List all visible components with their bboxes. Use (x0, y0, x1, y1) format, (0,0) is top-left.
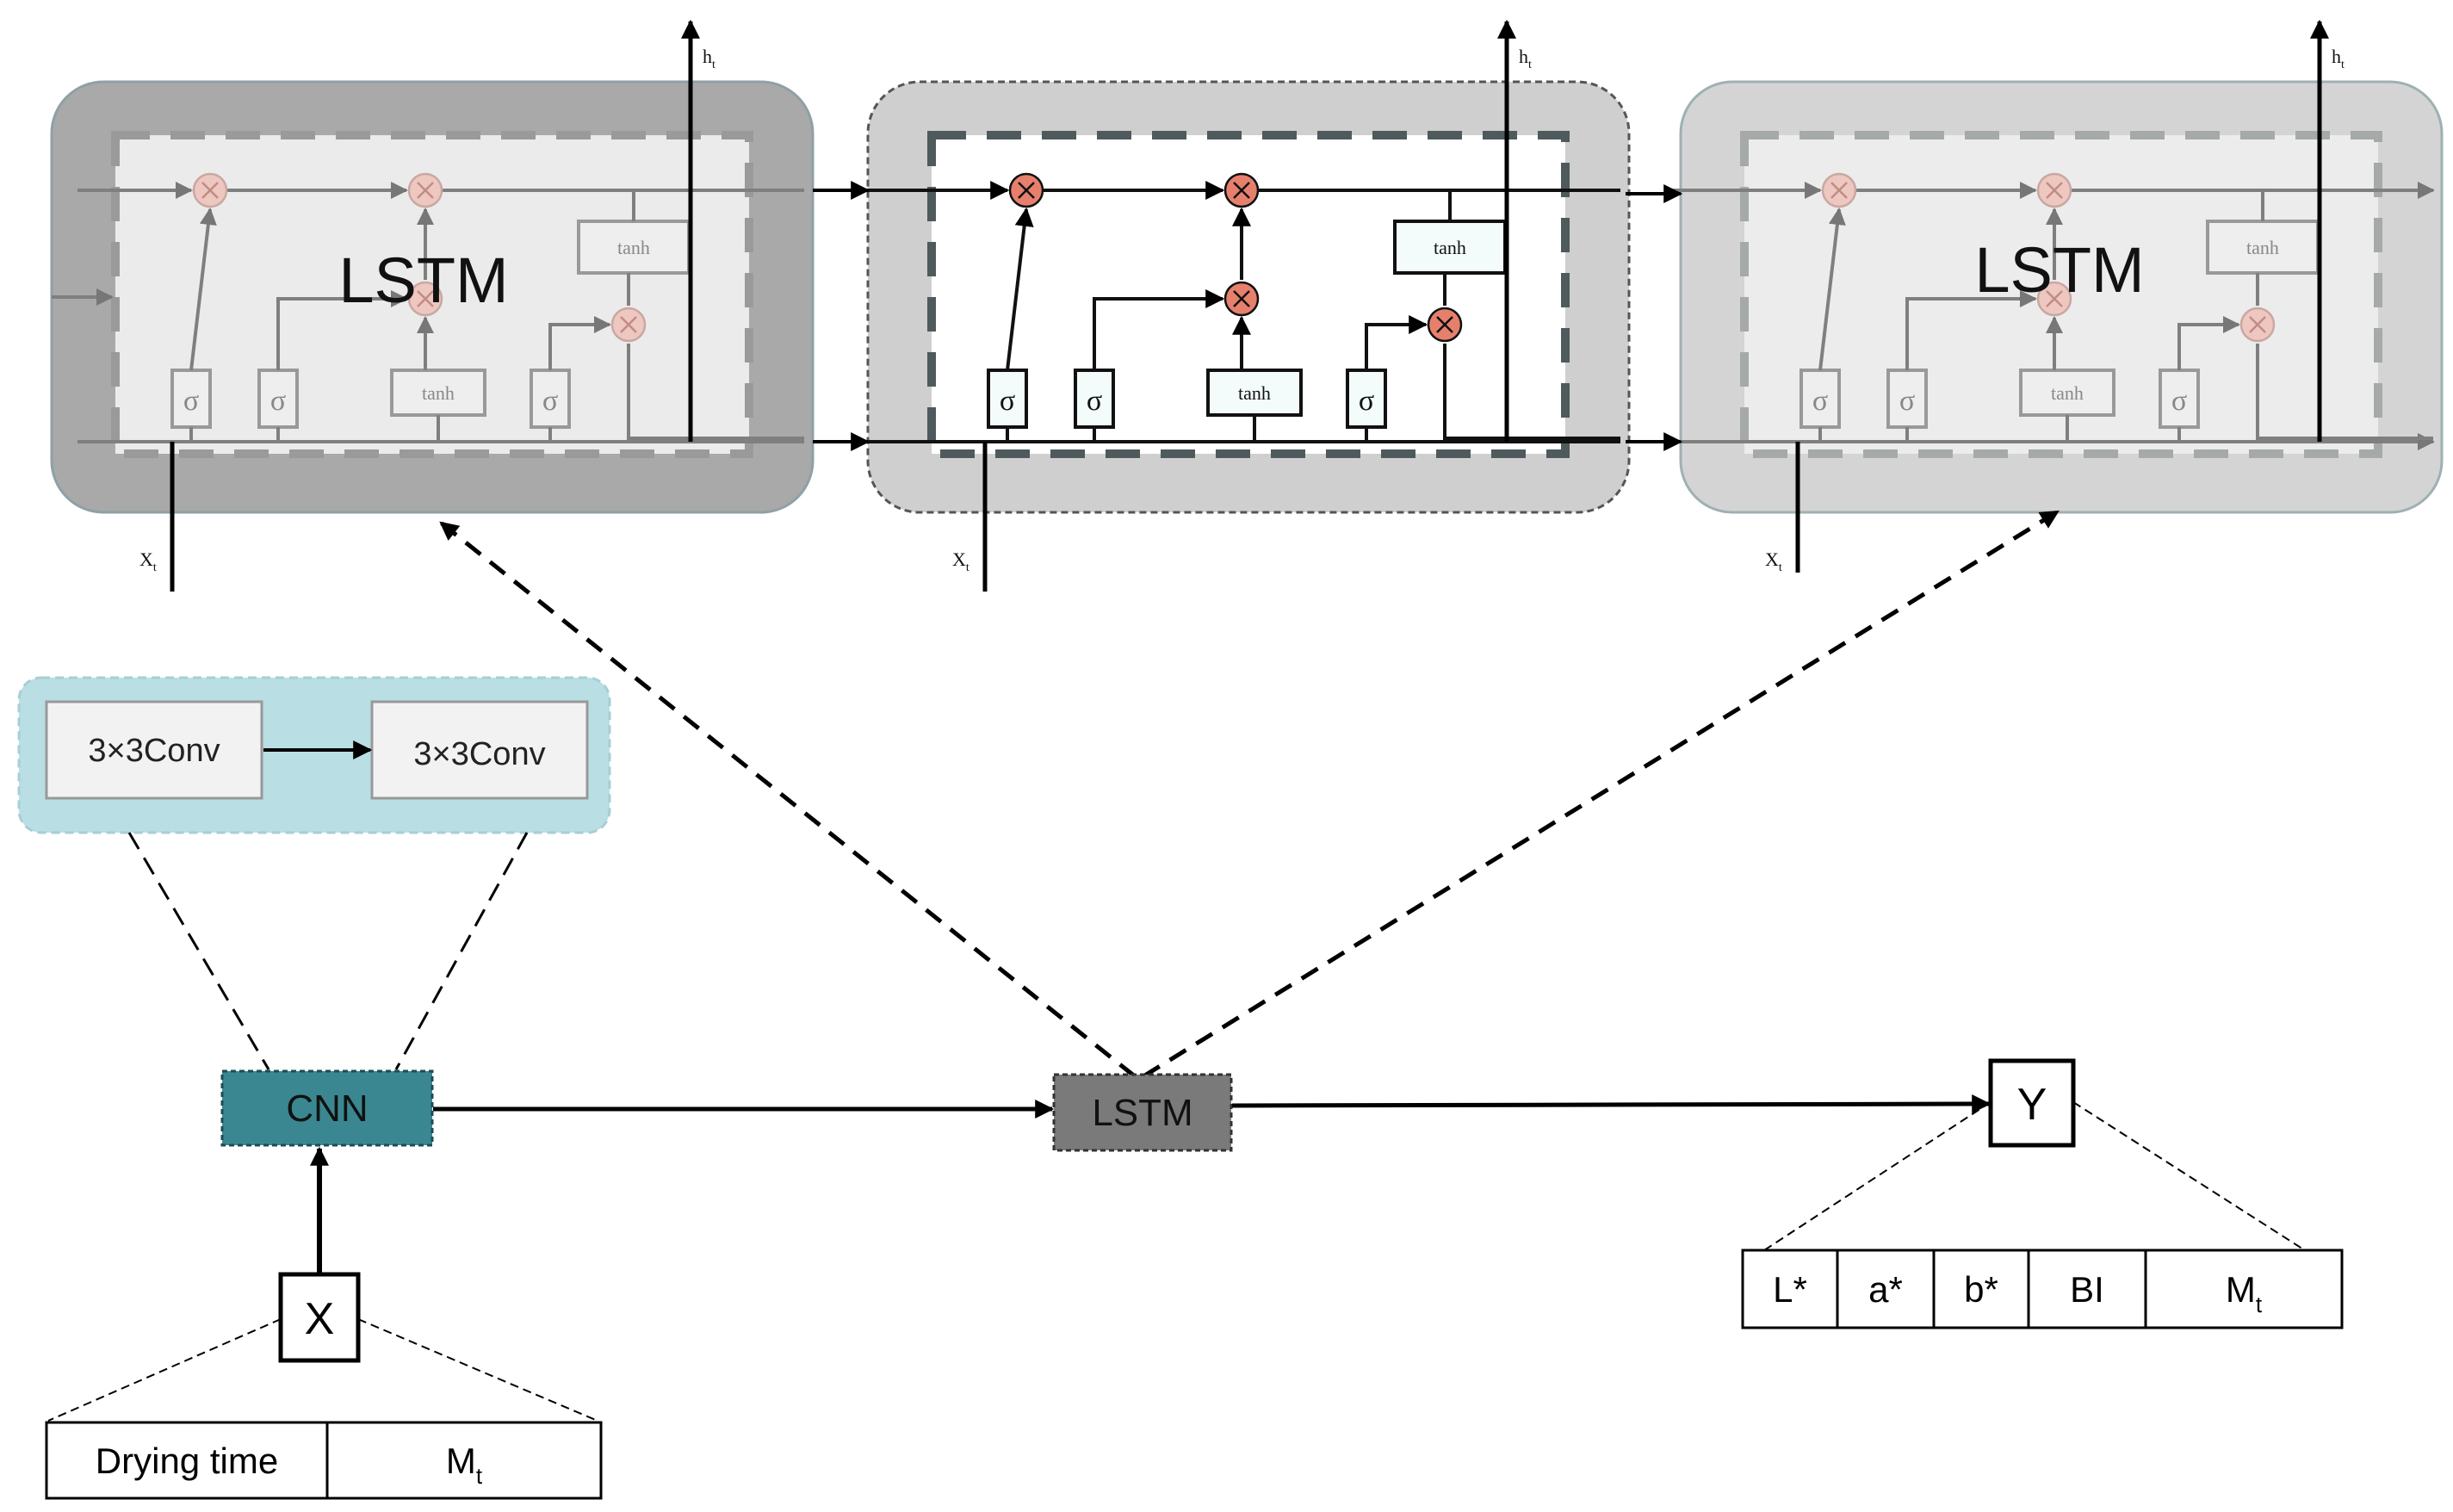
multiply-cross (1233, 182, 1250, 199)
gate-box-1 (170, 369, 212, 429)
input-gate-arrow (1093, 289, 1225, 370)
conv-layer-1 (45, 700, 263, 800)
table-cell-label: L* (1773, 1269, 1807, 1310)
output-table: L* a* b* BI Mt (1741, 1249, 2344, 1329)
forget-gate-arrow (189, 208, 217, 371)
gate-label-4: σ (2171, 385, 2187, 417)
output-zoom-left (1761, 1101, 1992, 1253)
output-ht-label: ht (703, 46, 715, 71)
gate-label-3: tanh (422, 382, 455, 404)
lstm-to-y-arrow (1231, 1094, 1992, 1114)
input-zoom-right (357, 1318, 598, 1422)
cell-overlay-label: LSTM (1974, 234, 2144, 306)
table-cell-label: a* (1868, 1269, 1903, 1310)
output-to-hidden (1443, 344, 1620, 440)
table-cell-label: b* (1964, 1269, 1998, 1310)
gate-label-2: σ (270, 385, 286, 417)
cell-connectors (813, 181, 1683, 451)
cell-overlay-label: LSTM (338, 245, 508, 316)
output-tanh-box (1393, 220, 1507, 275)
forget-gate-arrow (1818, 208, 1846, 371)
output-tanh-label: tanh (1434, 237, 1466, 258)
multiply-cross (1436, 316, 1453, 333)
output-to-hidden (627, 344, 804, 440)
input-xt-label: Xt (139, 548, 157, 574)
input-gate-arrow (1905, 290, 2037, 370)
output-gate-arrow (548, 316, 611, 370)
table-cell (45, 1421, 329, 1500)
output-ht-label: ht (1519, 46, 1532, 71)
output-tanh-label: tanh (617, 237, 650, 258)
gate-label-2: σ (1087, 385, 1102, 417)
output-node-label: Y (2017, 1080, 2047, 1130)
output-node: Y (1988, 1058, 2076, 1148)
table-cell-label: Mt (2226, 1269, 2263, 1317)
gate-box-4 (530, 369, 571, 429)
output-tanh-label: tanh (2246, 237, 2279, 258)
output-tanh-box (2206, 220, 2320, 275)
output-to-hidden (2256, 344, 2433, 440)
output-tanh-box (577, 220, 691, 275)
multiply-cross (417, 182, 434, 199)
gate-label-1: σ (183, 385, 199, 417)
conv-zoom-left (127, 832, 270, 1070)
gate-box-3 (390, 369, 486, 417)
input-gate-arrow (276, 290, 408, 370)
multiply-cross (2046, 182, 2063, 199)
multiply-cross (620, 316, 637, 333)
gate-label-1: σ (1000, 385, 1015, 417)
output-gate-arrow (1365, 315, 1428, 370)
conv-zoom-right (394, 832, 529, 1070)
multiply-cross (2249, 316, 2266, 333)
input-table: Drying time Mt (45, 1421, 603, 1500)
conv-block: 3×3Conv 3×3Conv (17, 676, 611, 834)
input-node-label: X (305, 1294, 335, 1344)
gate-label-2: σ (1899, 385, 1915, 417)
multiply-cross (1233, 290, 1250, 307)
gate-label-1: σ (1812, 385, 1828, 417)
table-cell-label: Mt (446, 1441, 483, 1489)
input-zoom-left (47, 1318, 282, 1422)
zoom-lines (439, 509, 2060, 1079)
table-cell (2144, 1249, 2344, 1329)
multiply-cross (201, 182, 219, 199)
multiply-cross (2046, 290, 2063, 307)
gate-label-4: σ (1359, 385, 1374, 417)
table-cell (1836, 1249, 1936, 1329)
gate-label-3: tanh (2051, 382, 2084, 404)
gate-box-4 (2159, 369, 2200, 429)
output-zoom-right (2072, 1101, 2308, 1253)
table-cell (325, 1421, 603, 1500)
cnn-node: CNN (220, 1069, 434, 1147)
table-cell-label: BI (2070, 1269, 2104, 1310)
table-cell (2027, 1249, 2147, 1329)
table-cell (1741, 1249, 1839, 1329)
multiply-cross (417, 290, 434, 307)
forget-gate-arrow (1006, 207, 1034, 371)
output-ht-label: ht (2332, 46, 2345, 71)
multiply-cross (1830, 182, 1848, 199)
cnn-label: CNN (286, 1088, 368, 1130)
gate-label-3: tanh (1238, 382, 1271, 404)
output-gate-arrow (2177, 316, 2240, 370)
conv-layer-2-label: 3×3Conv (413, 736, 545, 772)
multiply-cross (1018, 182, 1035, 199)
table-cell-label: Drying time (96, 1441, 278, 1481)
conv-layer-1-label: 3×3Conv (88, 733, 220, 769)
lstm-node: LSTM (1052, 1073, 1233, 1152)
lstm-node-label: LSTM (1092, 1092, 1192, 1134)
input-xt-label: Xt (1765, 548, 1782, 574)
gate-label-4: σ (542, 385, 558, 417)
input-xt-label: Xt (952, 548, 969, 574)
input-node: X (278, 1272, 361, 1363)
